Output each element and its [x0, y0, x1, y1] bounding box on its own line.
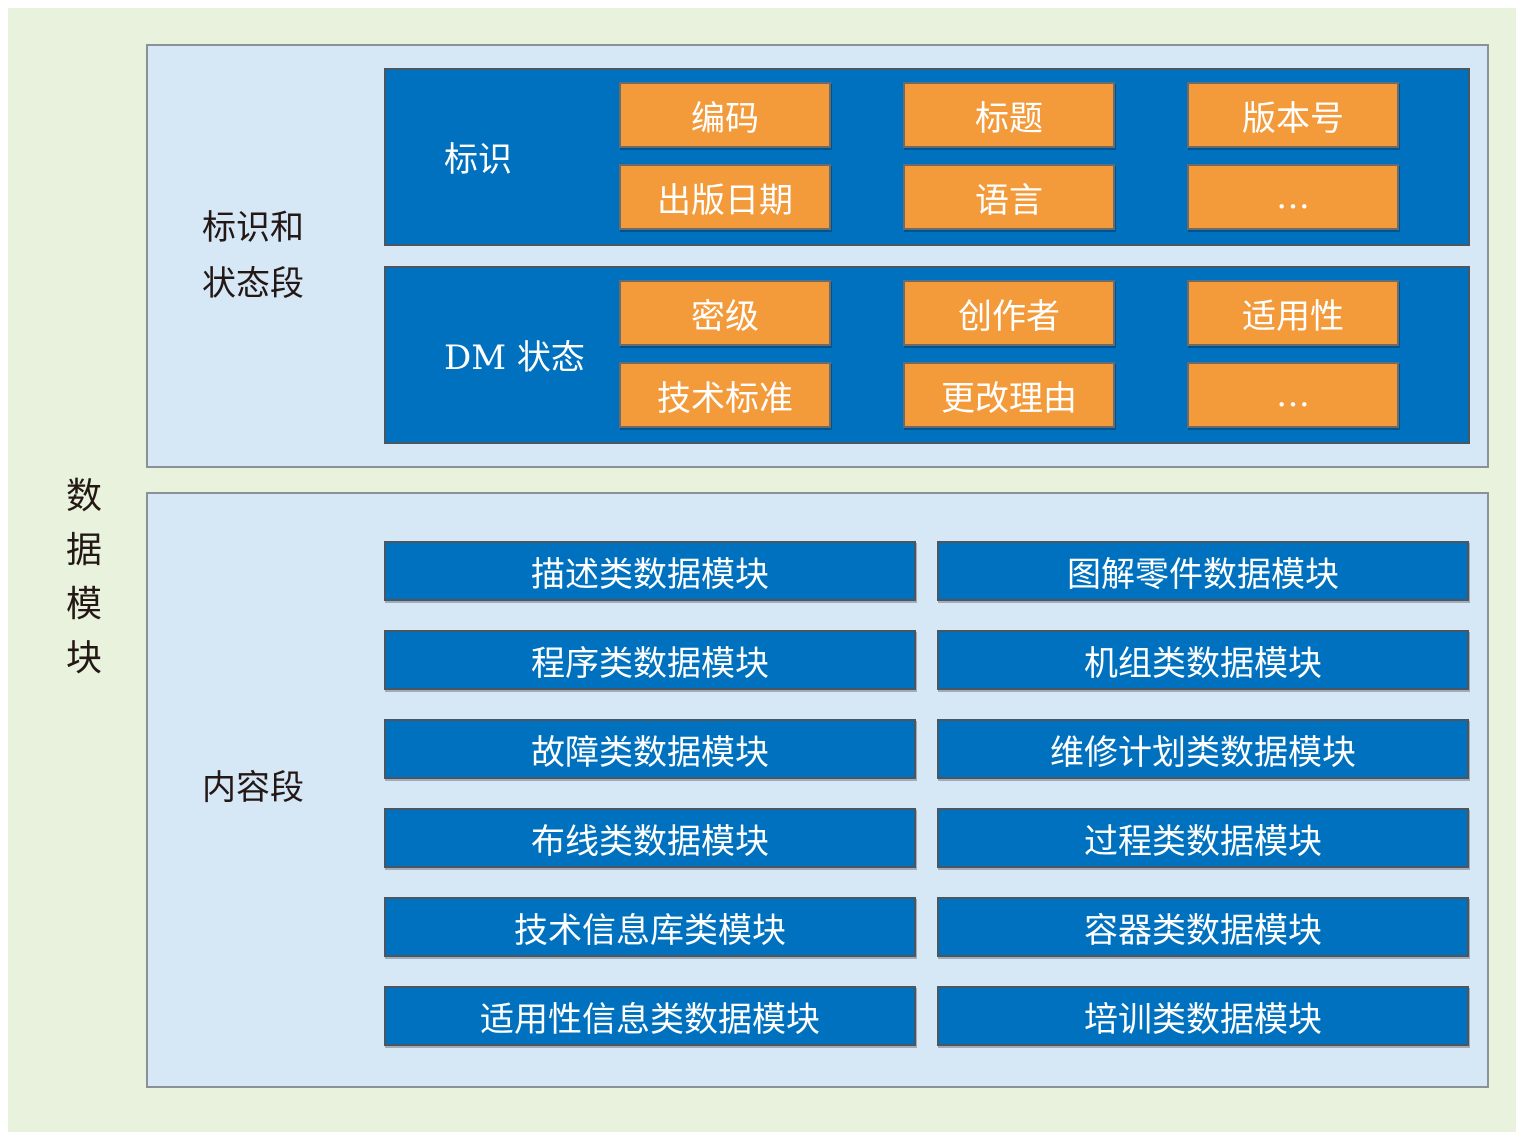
id-status-label-line1: 标识和: [202, 208, 304, 248]
content-module-left: 技术信息库类模块: [384, 897, 916, 957]
data-module-label-char: 模: [65, 584, 102, 625]
id-status-section: 标识和 状态段 标识 编码 标题 版本号 出版日期 语言 … DM 状态 密级 …: [146, 44, 1489, 468]
dm-status-group: DM 状态 密级 创作者 适用性 技术标准 更改理由 …: [384, 266, 1470, 444]
content-module-right: 图解零件数据模块: [937, 541, 1469, 601]
dm-status-item: 更改理由: [903, 362, 1115, 428]
content-module-left: 布线类数据模块: [384, 808, 916, 868]
content-module-left: 故障类数据模块: [384, 719, 916, 779]
dm-status-item: 创作者: [903, 280, 1115, 346]
identification-label: 标识: [444, 140, 512, 180]
content-module-left: 适用性信息类数据模块: [384, 986, 916, 1046]
content-section-label: 内容段: [202, 768, 304, 808]
dm-status-label: DM 状态: [444, 338, 585, 378]
dm-status-item: 技术标准: [619, 362, 831, 428]
identification-group: 标识 编码 标题 版本号 出版日期 语言 …: [384, 68, 1470, 246]
content-module-right: 培训类数据模块: [937, 986, 1469, 1046]
dm-status-item: 密级: [619, 280, 831, 346]
content-module-left: 描述类数据模块: [384, 541, 916, 601]
identification-item: 语言: [903, 164, 1115, 230]
content-module-right: 维修计划类数据模块: [937, 719, 1469, 779]
identification-item: 版本号: [1187, 82, 1399, 148]
dm-status-item: …: [1187, 362, 1399, 428]
data-module-label-char: 据: [65, 530, 102, 571]
id-status-label-line2: 状态段: [202, 264, 304, 304]
data-module-label-char: 数: [65, 476, 102, 517]
content-module-right: 机组类数据模块: [937, 630, 1469, 690]
content-section: 内容段 描述类数据模块 程序类数据模块 故障类数据模块 布线类数据模块 技术信息…: [146, 492, 1489, 1088]
data-module-label: 数 据 模 块: [58, 470, 110, 686]
identification-item: 编码: [619, 82, 831, 148]
content-module-right: 过程类数据模块: [937, 808, 1469, 868]
identification-item: 标题: [903, 82, 1115, 148]
id-status-section-label: 标识和 状态段: [202, 200, 304, 312]
identification-item: 出版日期: [619, 164, 831, 230]
content-module-right: 容器类数据模块: [937, 897, 1469, 957]
identification-item: …: [1187, 164, 1399, 230]
content-module-left: 程序类数据模块: [384, 630, 916, 690]
data-module-label-char: 块: [65, 638, 102, 679]
dm-status-item: 适用性: [1187, 280, 1399, 346]
